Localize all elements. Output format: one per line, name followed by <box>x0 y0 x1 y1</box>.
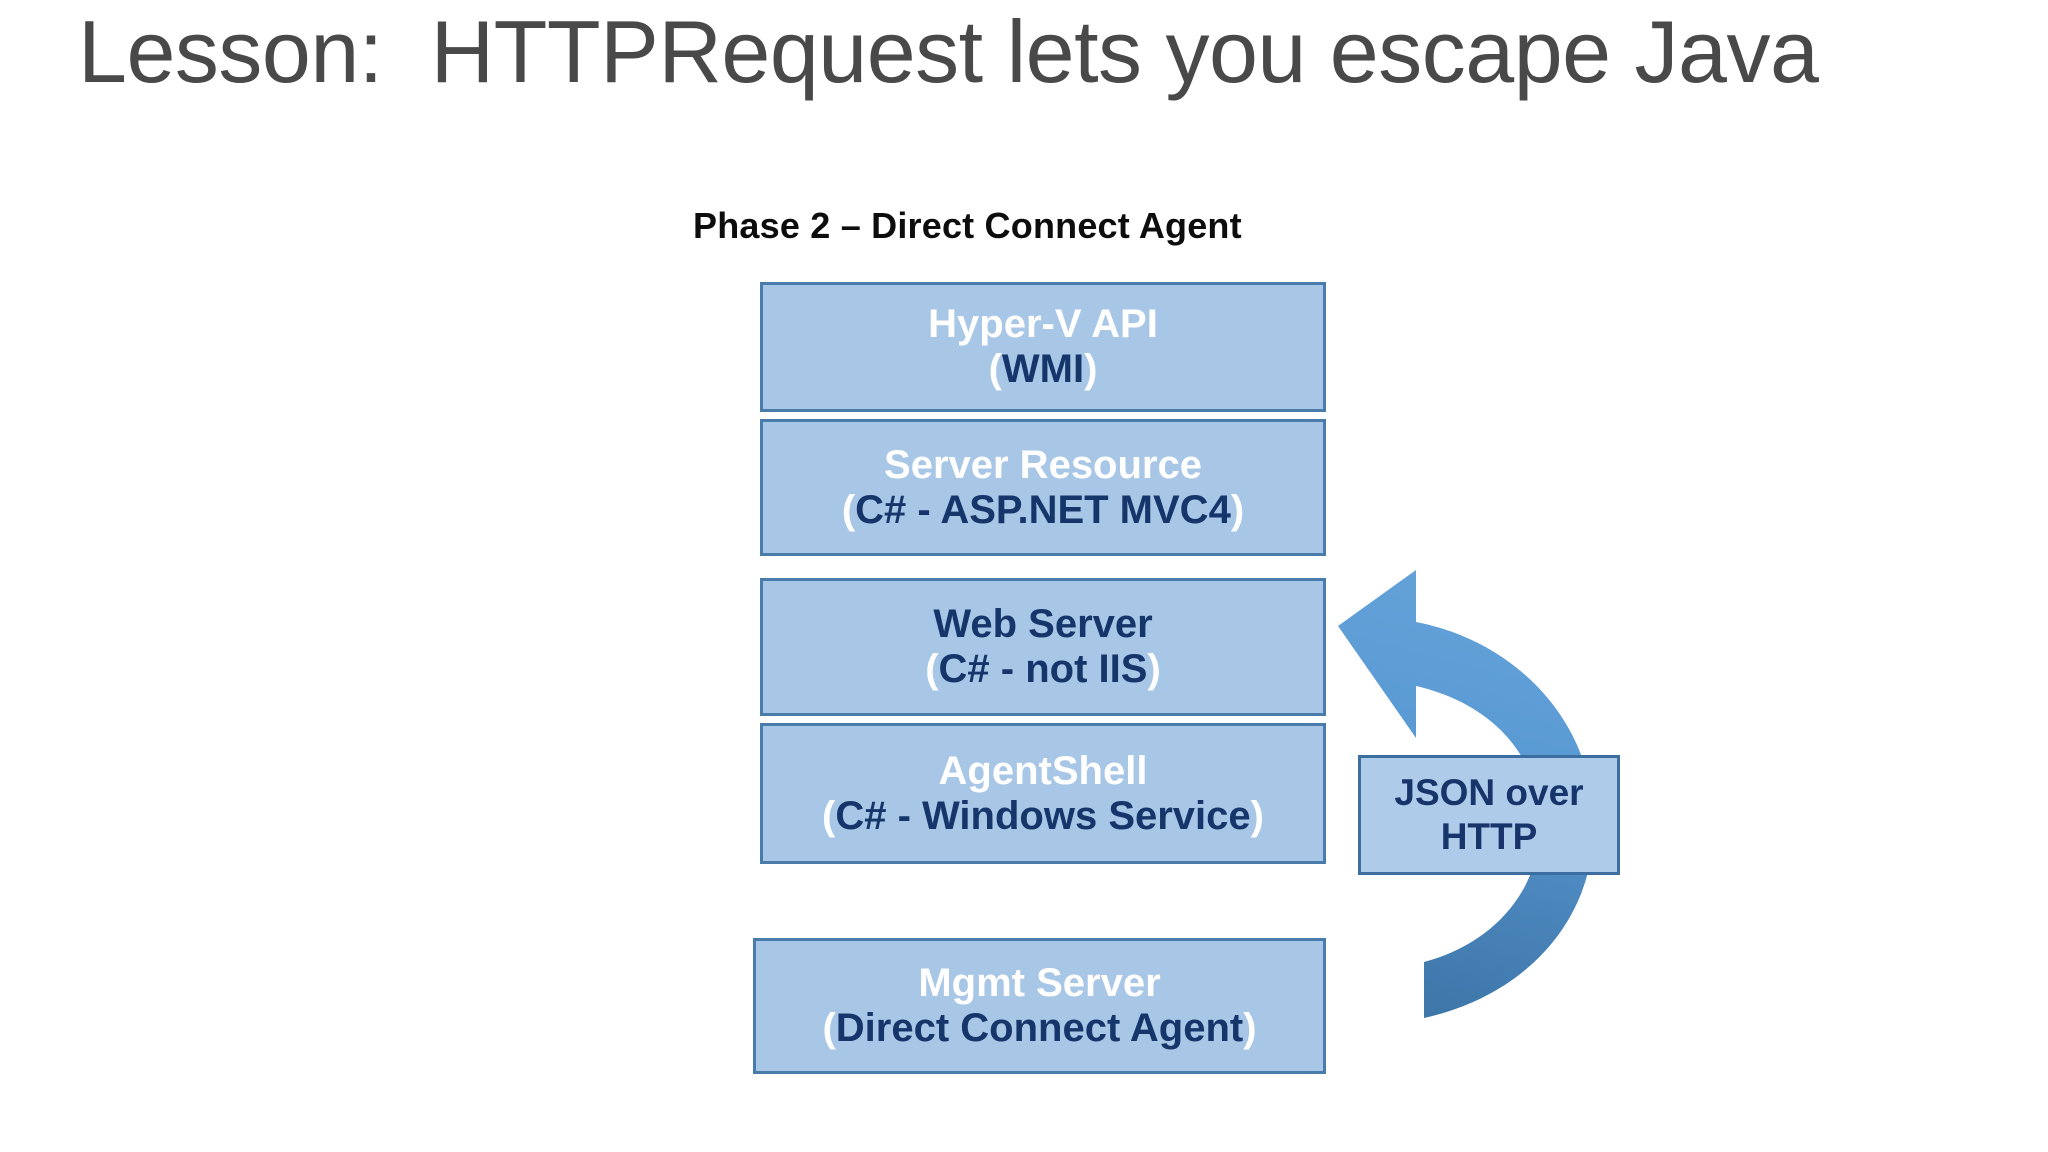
box-subtitle-agent-shell: (C# - Windows Service) <box>822 794 1264 839</box>
protocol-label-line-1: JSON over <box>1394 771 1584 813</box>
paren-open: ( <box>822 1006 836 1050</box>
box-subtitle-mgmt-server: (Direct Connect Agent) <box>822 1006 1256 1051</box>
diagram-heading: Phase 2 – Direct Connect Agent <box>693 205 1242 246</box>
stack-box-web-server: Web Server (C# - not IIS) <box>760 578 1326 716</box>
box-subtitle-text-web-server: C# - not IIS <box>938 647 1148 691</box>
paren-close: ) <box>1243 1006 1257 1050</box>
paren-open: ( <box>841 487 856 532</box>
paren-open: ( <box>988 347 1002 391</box>
paren-close: ) <box>1230 487 1245 532</box>
stack-box-mgmt-server: Mgmt Server (Direct Connect Agent) <box>753 938 1326 1074</box>
box-subtitle-text-mgmt-server: Direct Connect Agent <box>835 1006 1244 1050</box>
box-subtitle-text-hyper-v-api: WMI <box>1001 347 1085 391</box>
cycle-arrow-shape <box>1338 570 1594 1018</box>
box-subtitle-web-server: (C# - not IIS) <box>925 647 1161 692</box>
box-title-mgmt-server: Mgmt Server <box>918 961 1161 1006</box>
box-title-hyper-v-api: Hyper-V API <box>928 302 1158 347</box>
box-title-server-resource: Server Resource <box>884 442 1202 487</box>
box-subtitle-text-agent-shell: C# - Windows Service <box>835 793 1251 838</box>
stack-box-server-resource: Server Resource (C# - ASP.NET MVC4) <box>760 419 1326 556</box>
paren-close: ) <box>1084 347 1098 391</box>
stack-box-agent-shell: AgentShell (C# - Windows Service) <box>760 723 1326 864</box>
page-title: Lesson: HTTPRequest lets you escape Java <box>78 2 1819 101</box>
box-title-web-server: Web Server <box>933 602 1153 647</box>
box-subtitle-text-server-resource: C# - ASP.NET MVC4 <box>855 487 1231 532</box>
paren-close: ) <box>1250 793 1264 838</box>
paren-close: ) <box>1147 647 1161 691</box>
paren-open: ( <box>822 793 836 838</box>
stack-box-hyper-v-api: Hyper-V API (WMI) <box>760 282 1326 412</box>
protocol-label-box: JSON over HTTP <box>1358 755 1620 875</box>
box-subtitle-server-resource: (C# - ASP.NET MVC4) <box>842 488 1244 533</box>
protocol-label-line-2: HTTP <box>1440 816 1538 857</box>
paren-open: ( <box>925 647 939 691</box>
box-subtitle-hyper-v-api: (WMI) <box>989 347 1098 392</box>
box-title-agent-shell: AgentShell <box>938 748 1148 793</box>
